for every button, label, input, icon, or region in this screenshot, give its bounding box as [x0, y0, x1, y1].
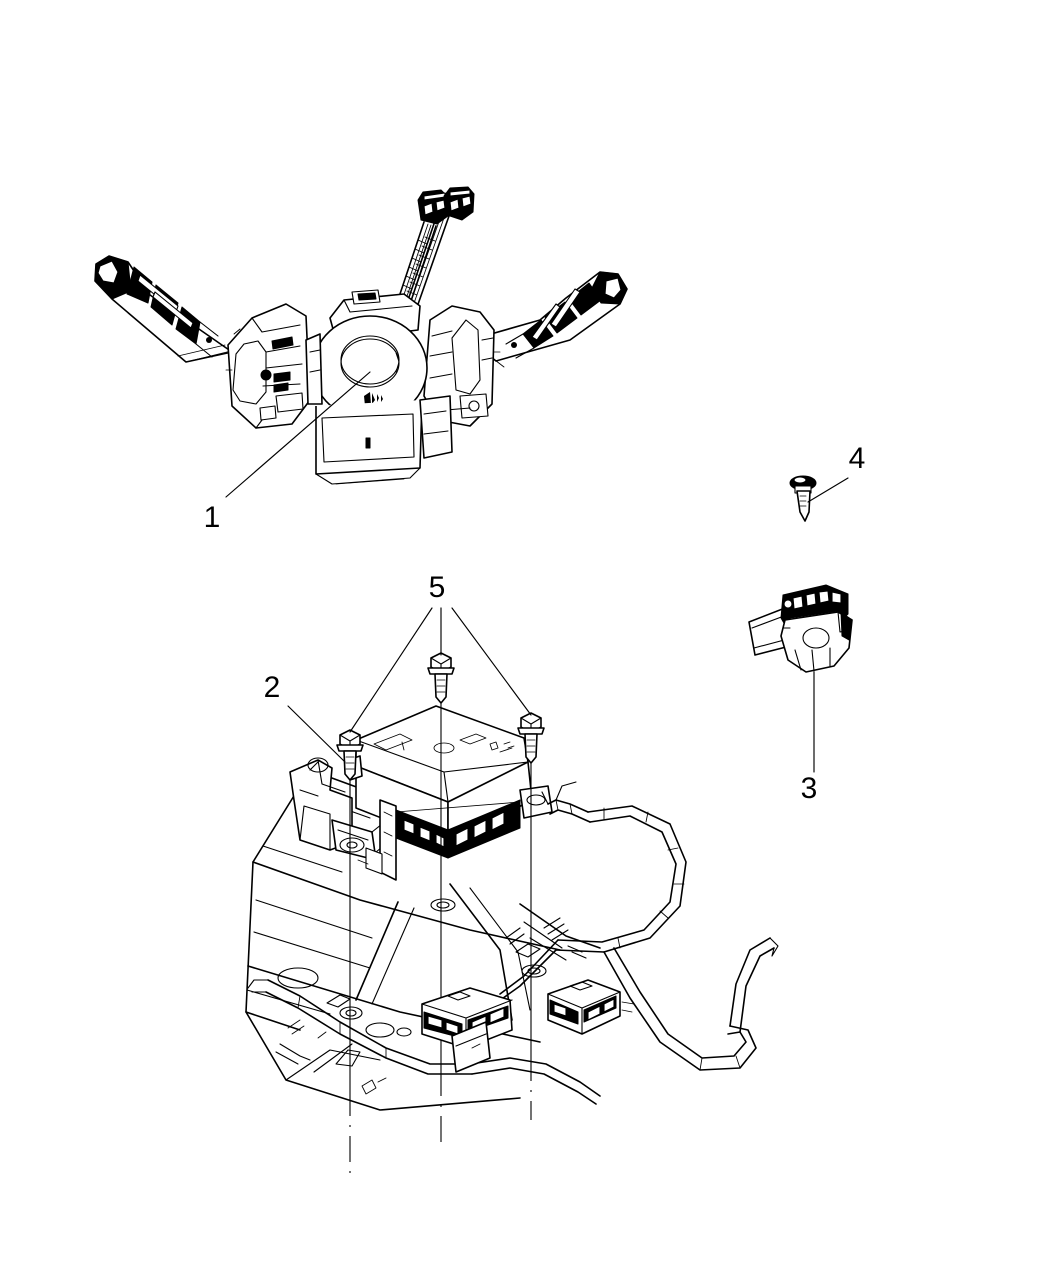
part-1-clockspring-assembly	[94, 186, 628, 485]
callout-2: 2	[264, 671, 346, 763]
mounting-bolt-right	[517, 712, 545, 1056]
part-4-impact-sensor-screw	[789, 475, 817, 522]
floor-pan-structure	[245, 769, 601, 1111]
harness-tape-ticks	[603, 807, 685, 949]
connector-b	[443, 186, 475, 221]
part-5-mounting-bolts	[336, 652, 545, 1175]
callout-5-leader-left	[349, 607, 433, 733]
callout-5: 5	[349, 571, 532, 733]
callout-5-label: 5	[429, 571, 446, 604]
lower-assembly-floorpan	[245, 652, 779, 1175]
harness-connector-left	[421, 987, 513, 1073]
callout-1: 1	[204, 371, 371, 534]
callout-5-leader-right	[451, 607, 532, 716]
callout-1-label: 1	[204, 501, 221, 534]
callout-1-leader	[225, 371, 371, 498]
part-2-orc-module	[347, 705, 553, 881]
left-turn-signal-stalk	[94, 255, 233, 363]
horn-symbol	[364, 392, 383, 406]
part-3-impact-sensor	[748, 584, 853, 673]
harness-connector-right	[547, 979, 635, 1035]
callout-2-leader	[287, 705, 346, 763]
right-wiper-stalk	[469, 271, 628, 368]
callout-4-leader	[807, 477, 849, 503]
right-switch-housing	[423, 305, 501, 427]
left-switch-housing	[225, 303, 311, 429]
clockspring-rotor	[305, 289, 453, 485]
callout-3-label: 3	[801, 772, 818, 805]
callout-3: 3	[801, 671, 818, 805]
mounting-bolt-center	[427, 652, 455, 1071]
ribbon-cable-connectors	[391, 186, 475, 323]
connector-a	[417, 189, 449, 225]
callout-4: 4	[807, 442, 866, 503]
wiring-harness	[247, 781, 779, 1105]
callout-4-label: 4	[849, 442, 866, 475]
callout-2-label: 2	[264, 671, 281, 704]
module-mounting-bracket	[289, 757, 387, 861]
